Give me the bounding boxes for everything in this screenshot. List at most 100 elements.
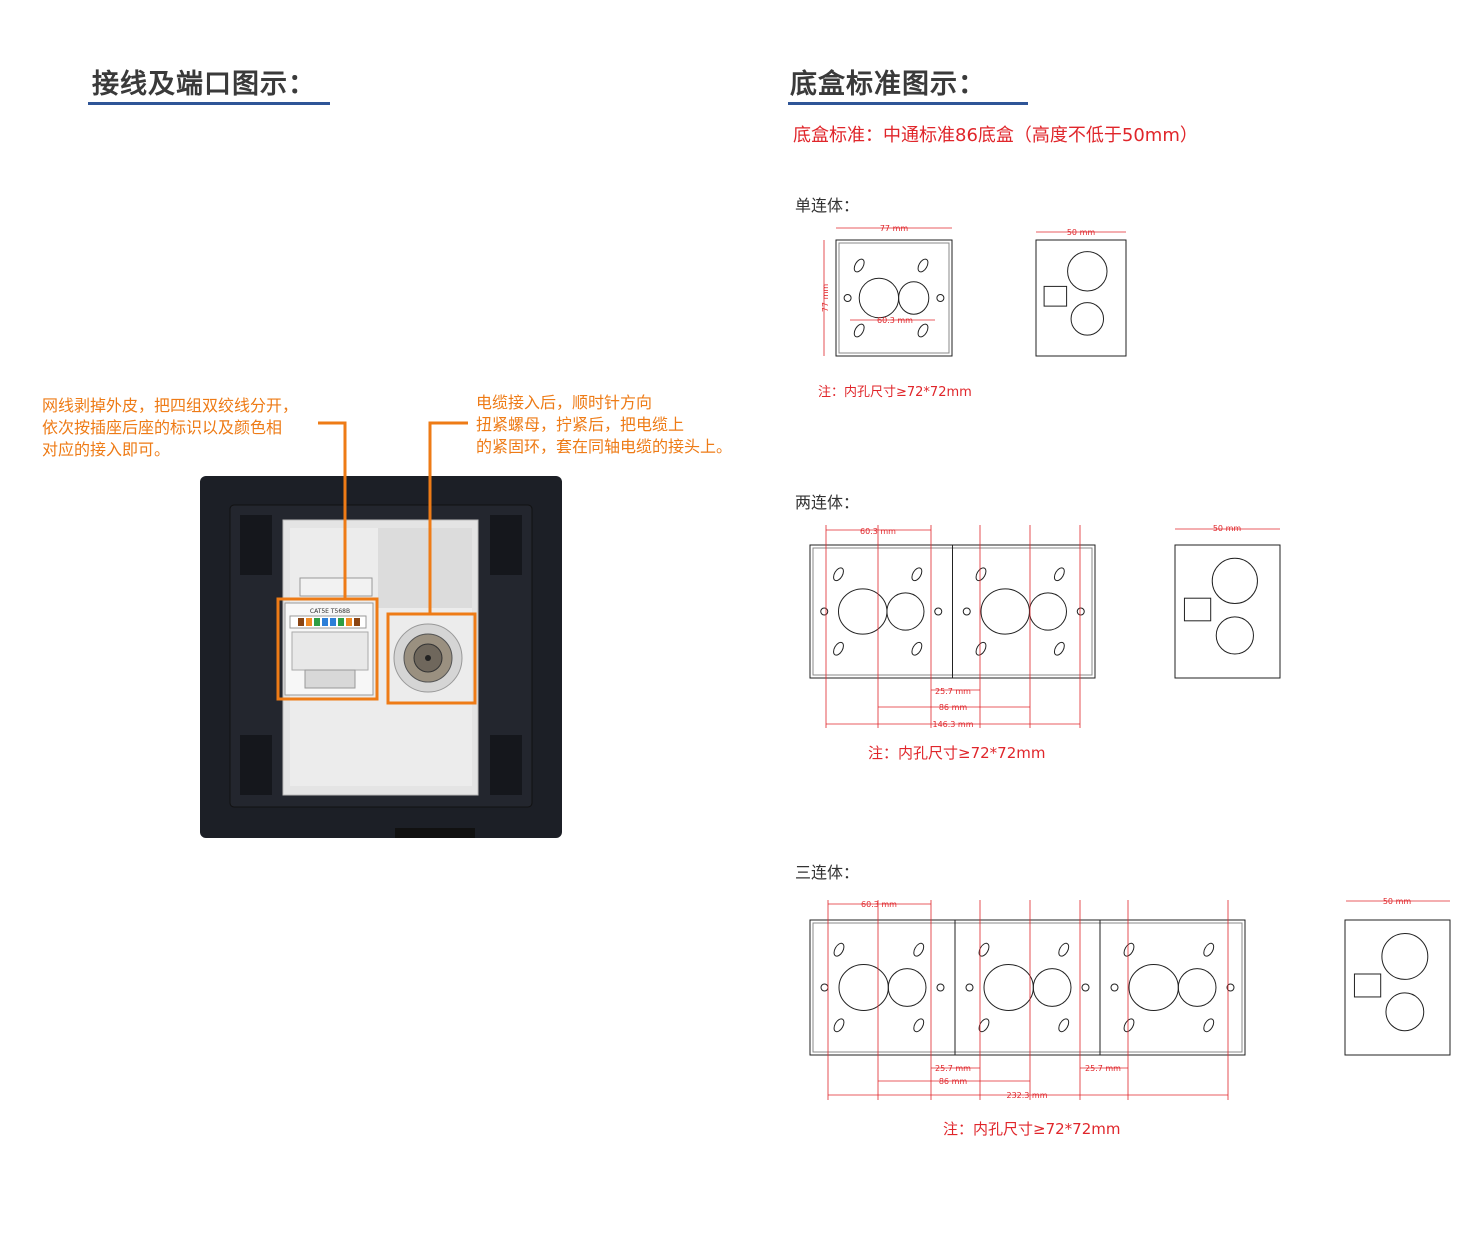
mounting-slot bbox=[833, 1018, 845, 1033]
double-gang-label: 两连体： bbox=[795, 493, 860, 512]
mounting-slot bbox=[978, 1018, 990, 1033]
side-knockout bbox=[1385, 992, 1425, 1032]
dim-label: 77 mm bbox=[880, 224, 909, 233]
callout-line: 网线剥掉外皮，把四组双绞线分开， bbox=[42, 396, 299, 415]
gang-box-inner bbox=[812, 922, 1243, 1053]
dim-label: 60.3 mm bbox=[860, 527, 896, 536]
screw-hole bbox=[843, 294, 852, 302]
callout-line: 的紧固环，套在同轴电缆的接头上。 bbox=[476, 437, 733, 456]
mounting-slot bbox=[853, 323, 865, 338]
knockout-large bbox=[980, 588, 1030, 635]
dim-label: 146.3 mm bbox=[932, 720, 973, 729]
side-knockout bbox=[1211, 557, 1258, 605]
coax-highlight-box bbox=[386, 612, 477, 705]
right-section-title: 底盒标准图示： bbox=[790, 69, 986, 100]
mounting-slot bbox=[1123, 1018, 1135, 1033]
triple-gang-label: 三连体： bbox=[795, 863, 860, 882]
side-knockout bbox=[1215, 616, 1254, 655]
knockout-small bbox=[1032, 968, 1072, 1007]
knockout-small bbox=[886, 592, 925, 631]
mounting-slot bbox=[1058, 942, 1070, 957]
screw-hole bbox=[936, 294, 945, 302]
side-knockout bbox=[1381, 933, 1429, 980]
knockout-large bbox=[858, 277, 900, 319]
dim-label: 25.7 mm bbox=[935, 1064, 971, 1073]
screw-hole bbox=[1226, 983, 1235, 992]
screw-hole bbox=[820, 983, 829, 992]
mounting-slot bbox=[833, 942, 845, 957]
triple-note: 注：内孔尺寸≥72*72mm bbox=[943, 1120, 1121, 1138]
knockout-large bbox=[983, 964, 1034, 1011]
mounting-slot bbox=[913, 942, 925, 957]
screw-hole bbox=[934, 607, 943, 616]
mounting-slot bbox=[1058, 1018, 1070, 1033]
mounting-slot bbox=[911, 567, 923, 582]
callout-line: 对应的接入即可。 bbox=[42, 440, 171, 459]
screw-hole bbox=[965, 983, 974, 992]
module-label: CAT5E T568B bbox=[310, 608, 350, 615]
gang-box-inner bbox=[838, 242, 950, 354]
dim-label: 86 mm bbox=[939, 703, 968, 712]
mounting-slot bbox=[978, 942, 990, 957]
screw-hole bbox=[936, 983, 945, 992]
rj45-module: CAT5E T568B bbox=[284, 577, 374, 696]
callout-line: 依次按插座后座的标识以及颜色相 bbox=[42, 418, 283, 437]
dim-label: 77 mm bbox=[821, 284, 830, 313]
gang-box-front bbox=[809, 544, 1096, 679]
screw-hole bbox=[820, 607, 829, 616]
box-standard-text: 底盒标准：中通标准86底盒（高度不低于50mm） bbox=[793, 125, 1198, 146]
rj45-highlight-box bbox=[276, 597, 379, 701]
mounting-slot bbox=[917, 323, 929, 338]
knockout-small bbox=[887, 968, 927, 1007]
side-tab bbox=[1183, 597, 1212, 622]
left-title-underline bbox=[88, 102, 330, 105]
leader-line-rj45 bbox=[318, 421, 347, 599]
mounting-slot bbox=[911, 641, 923, 656]
coax-connector bbox=[393, 623, 463, 693]
knockout-small bbox=[1028, 592, 1067, 631]
knockout-small bbox=[898, 281, 930, 315]
leader-line-coax bbox=[428, 421, 468, 614]
mounting-slot bbox=[913, 1018, 925, 1033]
gang-box-side bbox=[1035, 239, 1127, 357]
double-note: 注：内孔尺寸≥72*72mm bbox=[868, 744, 1046, 762]
dim-label: 60.3 mm bbox=[877, 316, 913, 325]
dim-label: 232.3 mm bbox=[1006, 1091, 1047, 1100]
socket-panel-photo: CAT5E T568B bbox=[200, 476, 562, 838]
side-knockout bbox=[1067, 251, 1108, 292]
screw-hole bbox=[1110, 983, 1119, 992]
mounting-slot bbox=[975, 641, 987, 656]
mounting-slot bbox=[975, 567, 987, 582]
gang-box-front bbox=[835, 239, 953, 357]
single-note: 注：内孔尺寸≥72*72mm bbox=[818, 385, 972, 400]
dim-label: 50 mm bbox=[1383, 897, 1412, 906]
mounting-slot bbox=[1203, 942, 1215, 957]
dim-label: 50 mm bbox=[1213, 524, 1242, 533]
screw-hole bbox=[1076, 607, 1085, 616]
gang-box-side bbox=[1344, 919, 1451, 1056]
mounting-slot bbox=[1053, 567, 1065, 582]
side-tab bbox=[1353, 973, 1382, 998]
dim-label: 50 mm bbox=[1067, 228, 1096, 237]
screw-hole bbox=[962, 607, 971, 616]
callout-line: 电缆接入后，顺时针方向 bbox=[476, 393, 653, 412]
mounting-slot bbox=[1053, 641, 1065, 656]
mounting-slot bbox=[853, 258, 865, 273]
knockout-small bbox=[1177, 968, 1217, 1007]
gang-box-front bbox=[809, 919, 1246, 1056]
knockout-large bbox=[1128, 964, 1179, 1011]
side-tab bbox=[1043, 285, 1068, 307]
dim-label: 86 mm bbox=[939, 1077, 968, 1086]
callout-twisted-pair: 网线剥掉外皮，把四组双绞线分开， 依次按插座后座的标识以及颜色相 对应的接入即可… bbox=[42, 395, 298, 461]
gang-box-side bbox=[1174, 544, 1281, 679]
dim-label: 25.7 mm bbox=[935, 687, 971, 696]
right-title-underline bbox=[788, 102, 1028, 105]
callout-line: 扭紧螺母，拧紧后，把电缆上 bbox=[476, 415, 685, 434]
dim-label: 60.3 mm bbox=[861, 900, 897, 909]
mounting-slot bbox=[1123, 942, 1135, 957]
mounting-slot bbox=[833, 567, 844, 582]
left-section-title: 接线及端口图示： bbox=[92, 69, 316, 100]
callout-coax: 电缆接入后，顺时针方向 扭紧螺母，拧紧后，把电缆上 的紧固环，套在同轴电缆的接头… bbox=[476, 392, 732, 458]
gang-box-inner bbox=[812, 547, 1093, 676]
